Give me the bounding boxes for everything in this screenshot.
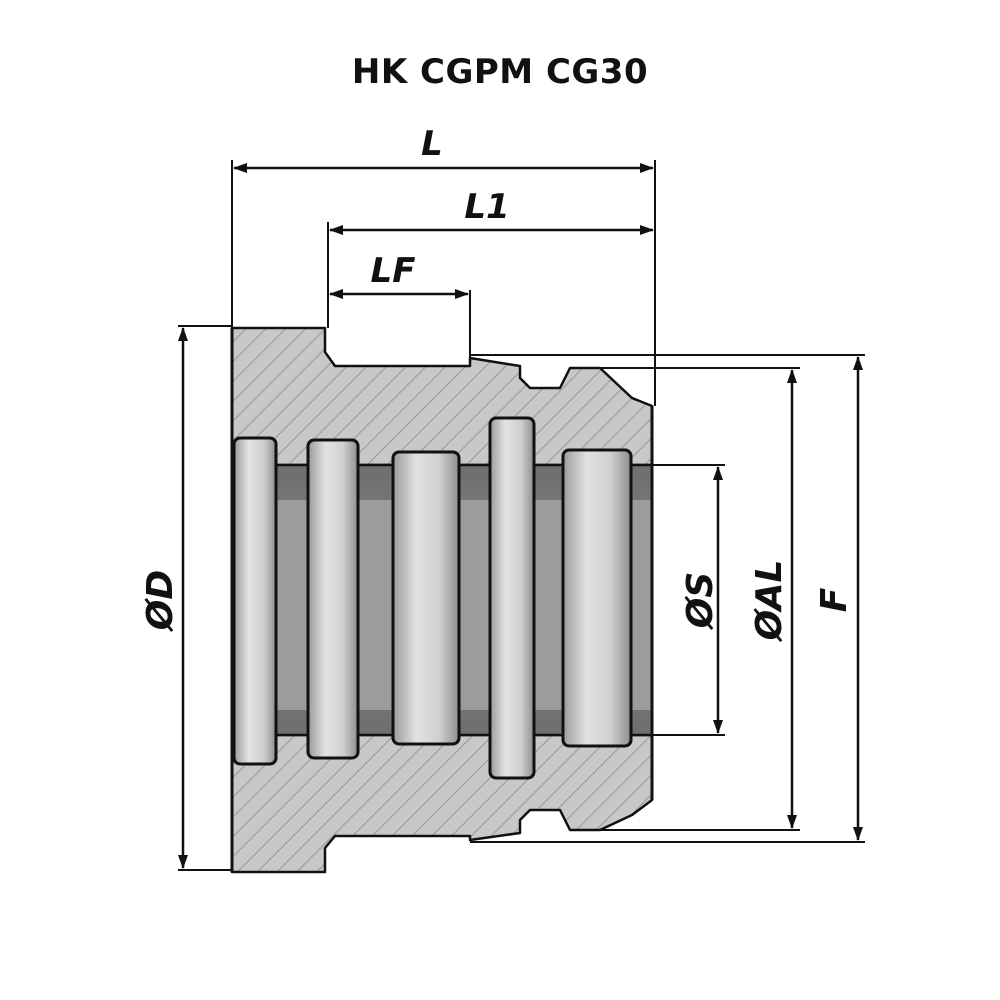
- seal-ring-4: [488, 416, 536, 780]
- drawing-title: HK CGPM CG30: [351, 52, 649, 92]
- seal-ring-2: [306, 438, 360, 760]
- label-AL: ØAL: [749, 560, 790, 643]
- seal-ring-5: [561, 448, 633, 748]
- label-F: F: [814, 587, 855, 612]
- label-S: ØS: [680, 572, 721, 631]
- extension-lines: [178, 160, 865, 871]
- upper-wall-section: [230, 326, 654, 467]
- label-L: L: [421, 124, 443, 164]
- label-L1: L1: [464, 187, 509, 227]
- label-LF: LF: [371, 251, 416, 291]
- seal-ring-1: [232, 436, 278, 766]
- lower-wall-section: [230, 733, 654, 874]
- label-D: ØD: [140, 570, 181, 633]
- seal-ring-3: [391, 450, 461, 746]
